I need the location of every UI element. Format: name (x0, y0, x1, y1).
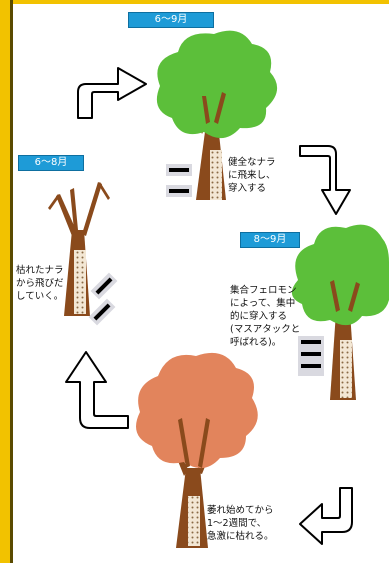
beetle-icons-top (166, 164, 192, 197)
beetle-icons-left (88, 272, 118, 326)
cycle-arrow-bottom-right (299, 487, 353, 545)
caption-bottom: 萎れ始めてから 1～2週間で、 急激に枯れる。 (207, 505, 274, 542)
cycle-arrow-left (65, 351, 129, 429)
frame-left-shadow (10, 0, 13, 563)
healthy-tree-top (156, 30, 278, 200)
caption-left: 枯れたナラ から飛びだ していく。 (16, 265, 64, 302)
healthy-tree-right (291, 224, 389, 400)
beetle-icons-right (298, 336, 324, 376)
frame-left-border (0, 0, 12, 563)
cycle-arrow-right (299, 145, 351, 215)
period-badge-right: 8～9月 (240, 232, 300, 248)
caption-right: 集合フェロモン によって、集中 的に穿入する (マスアタックと 呼ばれる)。 (230, 285, 301, 348)
caption-top: 健全なナラ に飛来し、 穿入する (228, 157, 276, 194)
period-badge-left: 6～8月 (18, 155, 84, 171)
period-badge-top: 6～9月 (128, 12, 214, 28)
wilting-tree-bottom (136, 352, 258, 548)
frame-top-border (0, 0, 389, 4)
dead-tree-left (48, 182, 110, 316)
cycle-arrow-top-left (77, 67, 147, 119)
